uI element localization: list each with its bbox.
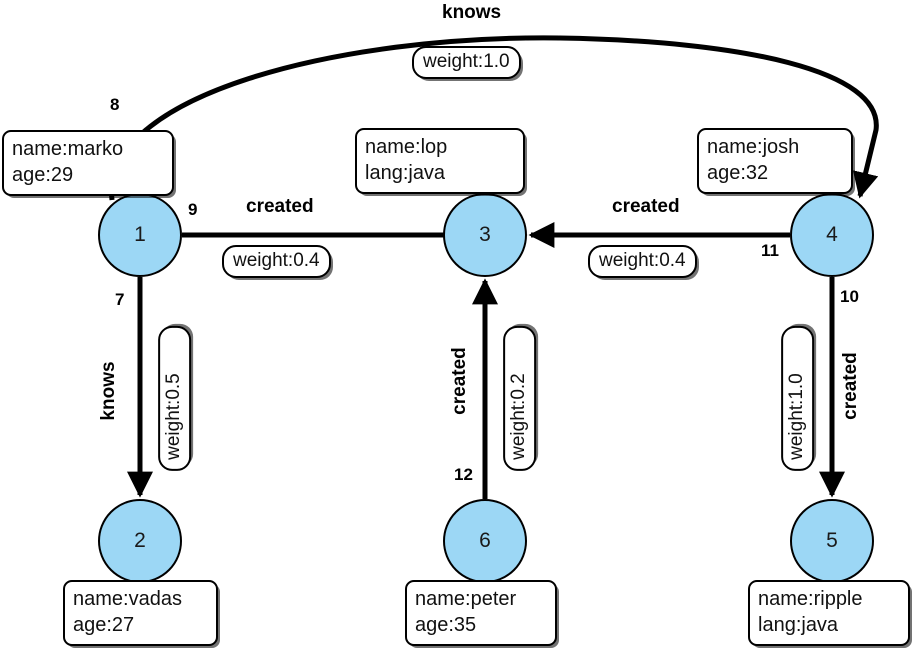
edge-label-knows-8: knows bbox=[442, 2, 502, 23]
vertex-4[interactable]: 4 bbox=[790, 193, 874, 277]
edge-id-11: 11 bbox=[761, 241, 779, 260]
edge-label-created-9: created bbox=[246, 196, 314, 217]
vertex-3[interactable]: 3 bbox=[443, 193, 527, 277]
edge-id-10: 10 bbox=[840, 287, 859, 306]
edge-label-created-11: created bbox=[612, 196, 680, 217]
vertex-1-properties: name:marko age:29 bbox=[2, 130, 174, 196]
property-line: age:29 bbox=[12, 164, 74, 187]
property-line: name:marko bbox=[12, 138, 124, 160]
vertex-5[interactable]: 5 bbox=[790, 499, 874, 583]
vertex-6-properties: name:peter age:35 bbox=[405, 580, 557, 646]
vertex-2[interactable]: 2 bbox=[98, 499, 182, 583]
property-line: name:josh bbox=[707, 136, 800, 158]
edge-id-8: 8 bbox=[110, 95, 120, 114]
vertex-2-properties: name:vadas age:27 bbox=[63, 580, 218, 646]
property-line: age:35 bbox=[415, 614, 477, 637]
edge-8-path[interactable] bbox=[109, 35, 879, 201]
edge-weight-7: weight:0.5 bbox=[158, 325, 191, 471]
property-line: name:lop bbox=[365, 136, 448, 158]
edge-weight-12: weight:0.2 bbox=[503, 325, 536, 471]
property-line: age:27 bbox=[73, 614, 135, 637]
edge-weight-11: weight:0.4 bbox=[588, 245, 697, 278]
edge-id-9: 9 bbox=[188, 200, 198, 219]
edge-label-created-10: created bbox=[840, 352, 861, 420]
edge-weight-8: weight:1.0 bbox=[412, 46, 521, 79]
edge-label-created-12: created bbox=[449, 347, 470, 415]
property-line: lang:java bbox=[758, 614, 839, 637]
edge-id-7: 7 bbox=[115, 290, 125, 309]
property-line: name:peter bbox=[415, 588, 517, 610]
property-line: name:ripple bbox=[758, 588, 863, 610]
vertex-4-properties: name:josh age:32 bbox=[697, 128, 853, 194]
property-line: lang:java bbox=[365, 162, 446, 185]
edge-label-knows-7: knows bbox=[98, 361, 119, 421]
edge-id-12: 12 bbox=[454, 465, 473, 484]
property-line: age:32 bbox=[707, 162, 769, 185]
vertex-5-properties: name:ripple lang:java bbox=[748, 580, 910, 646]
vertex-6[interactable]: 6 bbox=[443, 499, 527, 583]
vertex-3-properties: name:lop lang:java bbox=[355, 128, 525, 194]
vertex-1[interactable]: 1 bbox=[98, 193, 182, 277]
property-line: name:vadas bbox=[73, 588, 182, 610]
edge-weight-9: weight:0.4 bbox=[222, 245, 331, 278]
edge-weight-10: weight:1.0 bbox=[781, 325, 814, 471]
